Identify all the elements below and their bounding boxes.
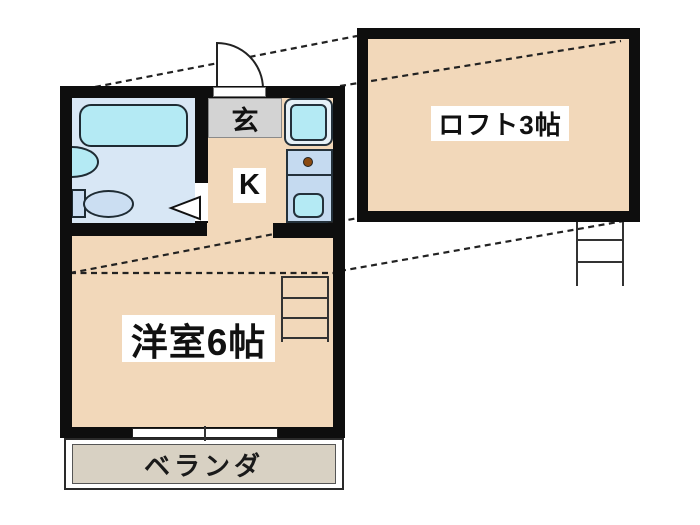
dashed-line-top-left [94, 34, 358, 89]
kitchen-sink-icon [293, 193, 324, 218]
sliding-window [132, 428, 278, 438]
wall-top [60, 86, 345, 98]
dashed-line-bottom-right [339, 217, 636, 273]
entrance-area [208, 98, 282, 138]
loft-walls [357, 28, 640, 222]
stove-burner-icon [303, 157, 313, 167]
loft-label: ロフト3帖 [431, 106, 569, 141]
wall-left [60, 86, 72, 438]
wall-bathroom-bottom [60, 223, 207, 236]
toilet-icon [83, 190, 134, 218]
kitchen-label: K [233, 168, 266, 203]
main-room-label: 洋室6帖 [122, 315, 275, 363]
bathtub-icon [79, 104, 188, 147]
bathroom-doorway [195, 183, 208, 221]
loft-ladder-icon [576, 222, 624, 286]
wall-kitchen-bottom [273, 223, 345, 238]
entrance-doorway [213, 87, 266, 97]
entrance-label: 玄 [231, 105, 259, 136]
balcony-label: ベランダ [72, 444, 336, 484]
entrance-door-swing-icon [216, 41, 265, 90]
wall-right [333, 86, 345, 438]
washing-machine-tub-icon [290, 104, 327, 141]
